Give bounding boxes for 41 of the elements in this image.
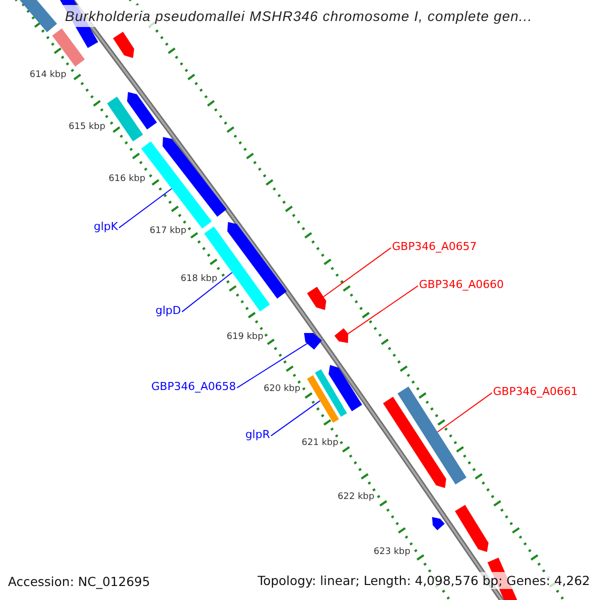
gene-label: GBP346_A0658 xyxy=(151,380,236,393)
gene-feature xyxy=(227,222,287,299)
gene-bar xyxy=(307,375,339,423)
scale-label: 621 kbp xyxy=(302,438,338,448)
scale-label: 614 kbp xyxy=(30,70,66,80)
scale-label: 622 kbp xyxy=(338,492,374,502)
gene-label: glpK xyxy=(94,220,118,233)
gene-feature xyxy=(162,137,227,217)
gene-feature xyxy=(383,396,446,488)
gene-feature xyxy=(328,365,362,412)
leader-line xyxy=(348,285,418,334)
scale-label: 623 kbp xyxy=(374,547,410,557)
leader-line xyxy=(323,247,392,298)
accession-text: Accession: NC_012695 xyxy=(8,574,150,589)
gene-bar xyxy=(398,386,466,484)
scale-label: 617 kbp xyxy=(150,226,186,236)
gene-feature xyxy=(454,504,488,552)
gene-label: GBP346_A0661 xyxy=(493,385,578,398)
gene-feature xyxy=(307,286,326,310)
leader-line xyxy=(270,400,320,436)
gene-feature xyxy=(113,32,134,58)
gene-feature xyxy=(334,328,348,343)
leader-line xyxy=(118,188,172,228)
gene-bar xyxy=(315,369,347,417)
gene-label: GBP346_A0660 xyxy=(419,278,504,291)
gene-bar xyxy=(107,96,143,142)
scale-label: 615 kbp xyxy=(68,122,106,132)
gene-label: GBP346_A0657 xyxy=(392,240,477,253)
leader-line xyxy=(436,392,492,432)
gene-label: glpR xyxy=(245,428,270,441)
leader-line xyxy=(236,343,308,388)
gene-label: glpD xyxy=(156,304,181,317)
scale-label: 618 kbp xyxy=(180,274,218,284)
gene-feature xyxy=(127,92,157,130)
leader-line xyxy=(182,272,233,312)
gene-feature xyxy=(432,517,445,530)
gene-bar xyxy=(52,28,85,67)
scale-label: 616 kbp xyxy=(108,174,146,184)
scale-label: 620 kbp xyxy=(264,384,300,394)
scale-label: 619 kbp xyxy=(226,332,264,342)
gene-feature xyxy=(304,333,322,350)
